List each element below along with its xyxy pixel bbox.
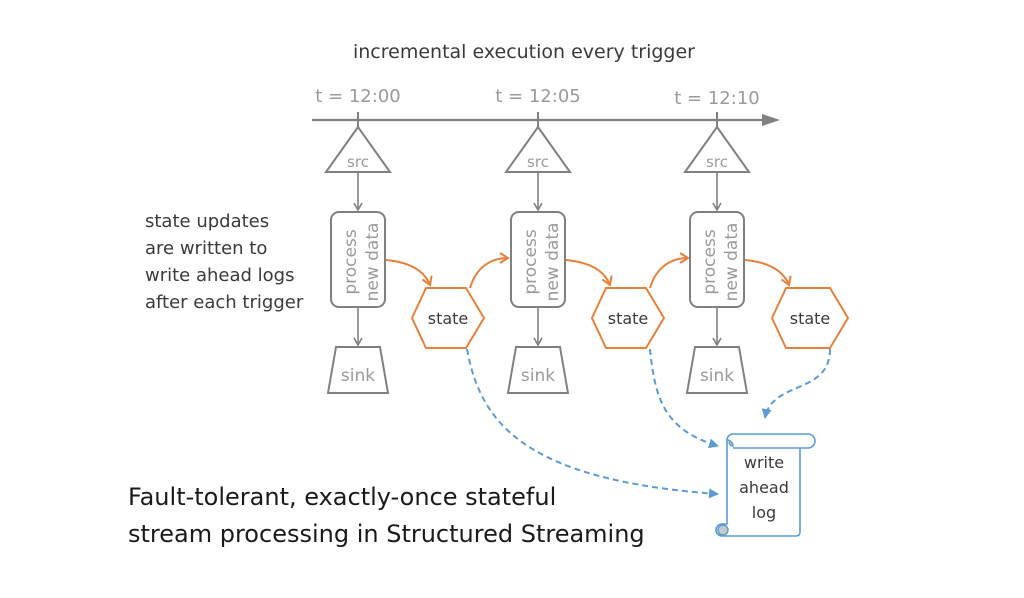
process-label: process xyxy=(341,229,361,294)
sink-label: sink xyxy=(521,366,555,386)
wal-arrow-2 xyxy=(649,348,719,449)
process-box xyxy=(510,211,566,308)
wal-label-line-2: ahead xyxy=(739,478,789,497)
source-label: src xyxy=(347,153,369,171)
update-state-arrow xyxy=(385,259,433,287)
process-label-2: new data xyxy=(363,223,383,302)
process-box xyxy=(689,211,745,308)
caption: Fault-tolerant, exactly-once stateful st… xyxy=(128,483,645,548)
state-label: state xyxy=(790,309,831,328)
side-note-line-2: are written to xyxy=(145,238,267,259)
sink-trapezoid xyxy=(685,346,749,394)
caption-line-1: Fault-tolerant, exactly-once stateful xyxy=(128,483,556,511)
side-note-line-3: write ahead logs xyxy=(145,265,294,286)
side-note-line-1: state updates xyxy=(145,211,269,232)
process-label-2: new data xyxy=(543,223,563,302)
wal-arrow-1 xyxy=(466,348,719,499)
process-label-2: new data xyxy=(722,223,742,302)
wal-label-line-1: write xyxy=(744,453,784,472)
state-label: state xyxy=(608,309,649,328)
source-triangle xyxy=(683,125,751,173)
source-triangle xyxy=(504,125,572,173)
source-label: src xyxy=(706,153,728,171)
time-label: t = 12:00 xyxy=(315,86,400,107)
wal-label-line-3: log xyxy=(752,503,776,522)
trigger-1: t = 12:00 src process new data sink stat… xyxy=(315,86,510,394)
trigger-2: t = 12:05 src process new data sink stat… xyxy=(495,86,690,394)
state-to-next-process-arrow xyxy=(469,252,510,289)
trigger-3: t = 12:10 src process new data sink stat… xyxy=(674,88,850,394)
wal-arrow-3 xyxy=(761,348,831,419)
sink-label: sink xyxy=(341,366,375,386)
update-state-arrow xyxy=(744,259,792,287)
state-hexagon xyxy=(410,287,486,349)
caption-line-2: stream processing in Structured Streamin… xyxy=(128,520,645,548)
timeline-arrowhead xyxy=(762,114,780,126)
state-hexagon xyxy=(590,287,666,349)
process-label: process xyxy=(521,229,541,294)
process-box xyxy=(330,211,386,308)
write-ahead-log-scroll: write ahead log xyxy=(715,433,816,537)
state-hexagon xyxy=(770,287,850,349)
update-state-arrow xyxy=(565,259,613,287)
source-label: src xyxy=(527,153,549,171)
time-label: t = 12:10 xyxy=(674,88,759,109)
process-label: process xyxy=(700,229,720,294)
time-label: t = 12:05 xyxy=(495,86,580,107)
sink-label: sink xyxy=(700,366,734,386)
side-note-line-4: after each trigger xyxy=(145,292,304,313)
sink-trapezoid xyxy=(506,346,570,394)
source-triangle xyxy=(324,125,392,173)
sink-trapezoid xyxy=(326,346,390,394)
state-label: state xyxy=(428,309,469,328)
state-to-next-process-arrow xyxy=(649,252,690,289)
diagram-title: incremental execution every trigger xyxy=(353,41,695,63)
side-note: state updates are written to write ahead… xyxy=(145,211,304,313)
